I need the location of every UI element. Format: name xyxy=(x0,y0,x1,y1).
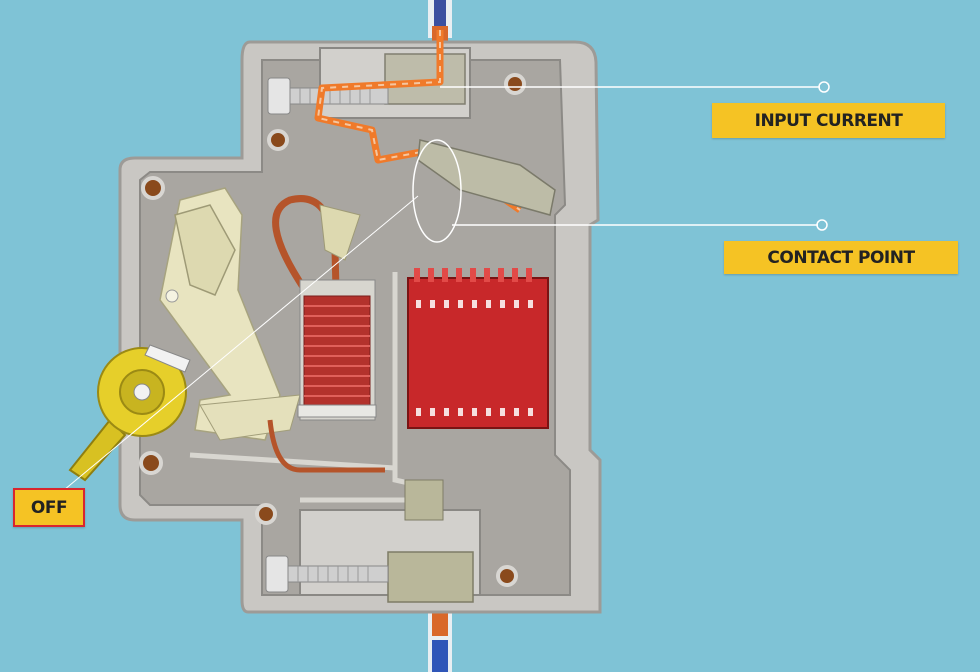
arc-chute-icon xyxy=(407,268,549,429)
callout-contact-point-line xyxy=(452,219,828,231)
off-state-label: OFF xyxy=(13,488,85,527)
mounting-holes xyxy=(139,73,526,587)
callout-input-current-line xyxy=(440,81,830,93)
latch-plate xyxy=(174,204,236,296)
bottom-wire xyxy=(428,606,452,672)
contact-point-marker xyxy=(412,139,462,243)
link-arm xyxy=(199,394,301,441)
solenoid-coil-icon xyxy=(297,279,377,421)
bottom-screw xyxy=(265,555,389,593)
rotary-handle-icon xyxy=(68,344,191,482)
top-terminal-clamp xyxy=(384,53,466,105)
callout-off-line xyxy=(63,195,419,491)
bottom-terminal-clamp xyxy=(387,551,474,603)
top-screw xyxy=(267,77,389,115)
input-current-label: INPUT CURRENT xyxy=(712,103,945,138)
contact-point-label: CONTACT POINT xyxy=(724,241,958,274)
